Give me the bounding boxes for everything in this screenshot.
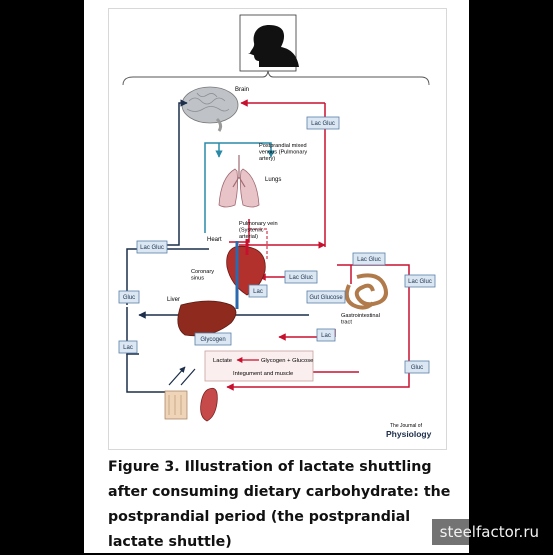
brain-label: Brain bbox=[235, 87, 249, 93]
glycogen-glucose-label: Glycogen + Glucose bbox=[261, 358, 313, 364]
lungs-label: Lungs bbox=[265, 177, 281, 183]
integument-muscle-label: Integument and muscle bbox=[233, 371, 293, 377]
gut-glucose-box bbox=[306, 290, 346, 304]
body-bracket bbox=[122, 70, 430, 86]
site-watermark: steelfactor.ru bbox=[431, 519, 547, 545]
gut-glucose-text: Gut Glucose bbox=[309, 295, 343, 301]
lac-gluc-far-right-text: Lac Gluc bbox=[408, 279, 432, 285]
lactate-label: Lactate bbox=[213, 358, 232, 364]
lac-gluc-brain-text: Lac Gluc bbox=[311, 121, 335, 127]
heart-label: Heart bbox=[207, 237, 222, 243]
lungs-icon bbox=[218, 155, 260, 208]
lac-heart-box bbox=[248, 284, 268, 298]
journal-small-text: The Journal of bbox=[390, 423, 423, 429]
gluc-bottom-right-text: Gluc bbox=[411, 365, 423, 371]
lac-heart-text: Lac bbox=[253, 289, 263, 295]
lac-left-box bbox=[118, 340, 138, 354]
muscle-icon bbox=[200, 387, 218, 422]
lac-left-text: Lac bbox=[123, 345, 133, 351]
lac-gluc-far-right-box bbox=[404, 274, 436, 288]
gluc-left-box bbox=[118, 290, 140, 304]
lac-gluc-brain-box bbox=[306, 116, 340, 130]
gluc-bottom-right-box bbox=[404, 360, 430, 374]
brain-icon bbox=[181, 86, 239, 132]
skin-icon bbox=[164, 390, 188, 420]
liver-icon bbox=[177, 300, 237, 337]
integument-muscle-box bbox=[204, 350, 314, 382]
glycogen-box bbox=[194, 332, 232, 346]
journal-big-text: Physiology bbox=[386, 429, 432, 439]
lac-gluc-left-box bbox=[136, 240, 168, 254]
person-eating-icon bbox=[239, 14, 299, 72]
gluc-left-text: Gluc bbox=[123, 295, 135, 301]
lac-liver-box bbox=[316, 328, 336, 342]
lac-gluc-left-text: Lac Gluc bbox=[140, 245, 164, 251]
journal-logo: The Journal of Physiology bbox=[386, 423, 432, 439]
lac-gluc-gi-out-text: Lac Gluc bbox=[289, 275, 313, 281]
lac-liver-text: Lac bbox=[321, 333, 331, 339]
lac-gluc-gi-in-text: Lac Gluc bbox=[357, 257, 381, 263]
gi-tract-icon bbox=[344, 273, 388, 310]
figure-caption: Figure 3. Illustration of lactate shuttl… bbox=[108, 459, 451, 550]
lac-gluc-gi-out-box bbox=[284, 270, 318, 284]
lac-gluc-gi-in-box bbox=[352, 252, 386, 266]
glycogen-text: Glycogen bbox=[200, 337, 225, 343]
heart-icon bbox=[226, 239, 266, 309]
liver-label: Liver bbox=[167, 297, 180, 303]
